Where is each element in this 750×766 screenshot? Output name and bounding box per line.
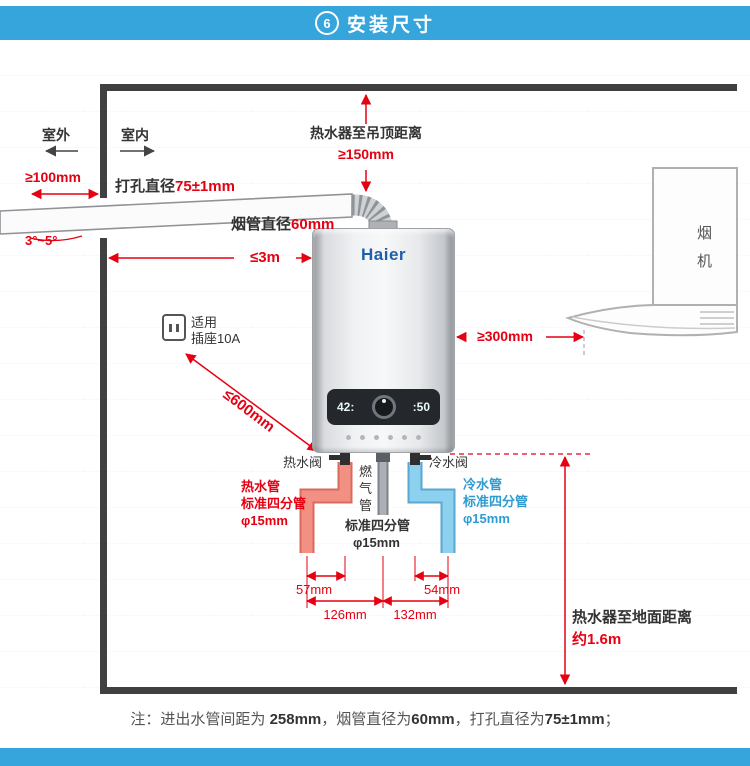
hood-label: 烟机	[697, 225, 713, 270]
flue-elbow	[351, 194, 398, 233]
label-gas-pipe: 燃气管	[359, 464, 373, 513]
label-flue-diameter: 烟管直径60mm	[231, 216, 334, 235]
display-temp-right: :50	[412, 400, 430, 414]
dim-ceiling-value: ≥150mm	[338, 146, 394, 162]
hot-pipe-label-1: 热水管	[241, 479, 281, 494]
flue-value-text: 60mm	[291, 216, 335, 233]
display-temp-left: 42:	[337, 400, 355, 414]
drill-value-text: 75±1mm	[175, 178, 235, 195]
label-outdoor: 室外	[42, 127, 70, 143]
note-value2: 60mm	[411, 711, 455, 728]
note-seg3: ，打孔直径为	[454, 711, 545, 728]
cold-pipe-label-3: φ15mm	[463, 511, 510, 526]
dim-angle: 3°~5°	[25, 233, 58, 248]
gas-pipe-label-2: φ15mm	[353, 535, 400, 550]
label-cold-valve: 冷水阀	[429, 455, 469, 470]
flue-pipe	[0, 193, 353, 235]
cold-water-pipe	[407, 462, 456, 553]
socket-label-line1: 适用	[191, 315, 218, 330]
dim-floor-label: 热水器至地面距离	[572, 609, 693, 626]
drill-label-text: 打孔直径	[115, 178, 176, 195]
dim-132mm: 132mm	[393, 607, 437, 622]
dim-side-clearance: ≤3m	[250, 249, 280, 266]
note-seg4: ；	[604, 711, 620, 728]
dimension-lines	[29, 93, 594, 686]
cold-water-valve-icon	[410, 452, 431, 465]
label-hot-valve: 热水阀	[283, 455, 323, 470]
label-indoor: 室内	[121, 127, 149, 143]
dim-wall-gap: ≥100mm	[25, 169, 81, 185]
dim-floor-value: 约1.6m	[572, 631, 622, 648]
heater-dial-icon	[371, 395, 396, 419]
water-heater: Haier 42: :50	[312, 228, 455, 453]
cold-pipe-label-2: 标准四分管	[463, 494, 529, 509]
dim-54mm: 54mm	[423, 582, 461, 597]
note-seg2: ，烟管直径为	[321, 711, 412, 728]
hot-pipe-label-3: φ15mm	[241, 513, 288, 528]
heater-brand-logo: Haier	[360, 245, 407, 264]
step-number-badge: 6	[314, 11, 339, 35]
dim-hood-clearance: ≥300mm	[477, 328, 533, 344]
hot-water-valve-icon	[329, 452, 350, 465]
cold-pipe-label-1: 冷水管	[463, 477, 503, 492]
note-value3: 75±1mm	[544, 711, 605, 728]
dim-57mm: 57mm	[295, 582, 333, 597]
heater-buttons	[313, 435, 454, 440]
label-drill-diameter: 打孔直径75±1mm	[115, 178, 235, 197]
power-socket-icon	[162, 314, 186, 341]
footnote: 注：进出水管间距为 258mm，烟管直径为60mm，打孔直径为75±1mm；	[0, 708, 750, 729]
page-title: 安装尺寸	[346, 14, 435, 36]
dim-126mm: 126mm	[323, 607, 367, 622]
socket-label-line2: 插座10A	[191, 331, 241, 346]
note-seg1: 进出水管间距为	[160, 711, 270, 728]
header-bar: 6 安装尺寸	[0, 6, 750, 40]
range-hood	[564, 167, 738, 337]
flue-label-text: 烟管直径	[231, 216, 292, 233]
heater-display: 42: :50	[327, 389, 440, 425]
gas-pipe-label-1: 标准四分管	[345, 518, 411, 533]
hot-pipe-label-2: 标准四分管	[241, 496, 307, 511]
pipe-spacing-dimensions	[306, 556, 449, 608]
note-prefix: 注：	[130, 711, 161, 728]
gas-pipe	[376, 453, 390, 515]
room-walls	[100, 84, 737, 694]
hot-water-pipe	[299, 462, 353, 553]
note-value1: 258mm	[269, 711, 322, 728]
footer-bar	[0, 748, 750, 766]
dim-ceiling-label: 热水器至吊顶距离	[310, 125, 422, 141]
